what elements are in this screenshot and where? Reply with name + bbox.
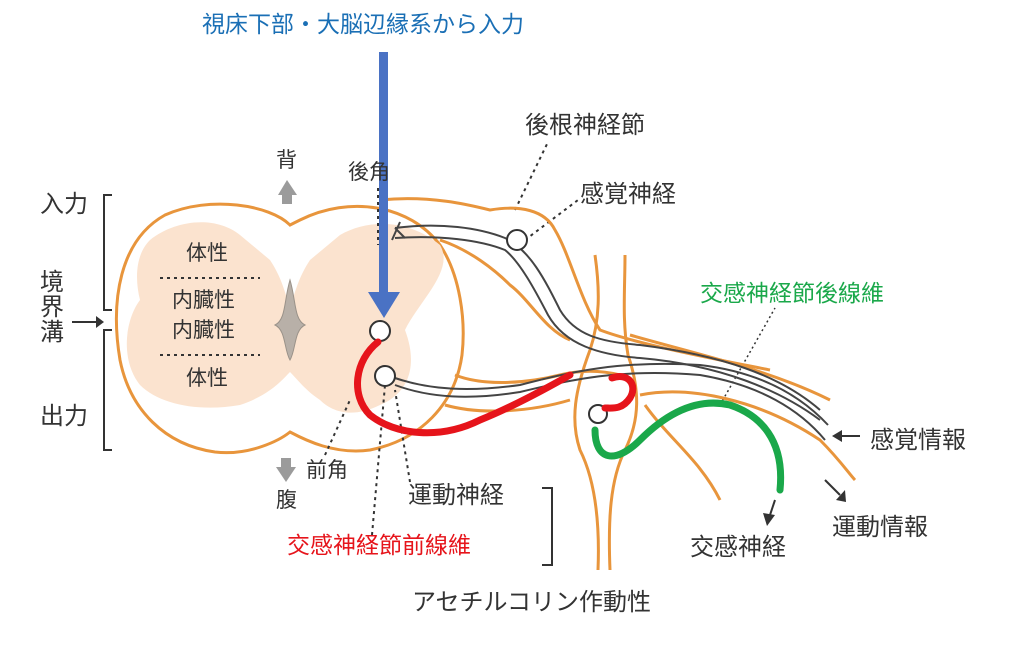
visceral-neuron [369, 320, 391, 342]
sensory-fiber-2 [394, 236, 821, 421]
sensory-fiber [394, 224, 821, 411]
sympathetic-arrowhead [763, 513, 775, 526]
motor-info-arrow-line [824, 479, 841, 496]
boundary-groove-arrowhead [96, 316, 104, 328]
motor-nerve-pointer [394, 389, 411, 483]
preganglionic-label: 交感神経節前線維 [287, 533, 471, 559]
motor-fiber-2 [394, 362, 829, 426]
motor-info-label: 運動情報 [832, 513, 928, 541]
ventral-arrow-head [276, 467, 296, 482]
fiber-branch [391, 221, 406, 241]
visceral-lower-label: 内臓性 [172, 318, 235, 342]
somatic-neuron [374, 365, 396, 387]
dorsal-label: 背 [276, 148, 297, 172]
drg-label: 後根神経節 [525, 111, 645, 139]
motor-bracket [542, 487, 553, 566]
motor-nerve-label: 運動神経 [408, 481, 504, 509]
sympathetic-trunk [573, 254, 600, 571]
postgang-pointer [719, 307, 776, 406]
sensory-nerve-label: 感覚神経 [580, 180, 676, 208]
dorsal-arrow [278, 180, 297, 195]
anterior-horn-pointer [324, 399, 351, 456]
sympathetic-trunk-right [607, 254, 639, 571]
sympathetic-arrow-line [769, 499, 776, 516]
drg-neuron [506, 229, 528, 251]
motor-info-arrowhead [836, 490, 846, 502]
postganglionic-fiber [591, 399, 785, 494]
sensory-nerve-pointer [524, 199, 579, 241]
anterior-horn-label: 前角 [306, 458, 348, 482]
sensory-info-arrowhead [832, 430, 842, 442]
spinal-nerve-outline [629, 333, 831, 402]
postganglionic-label: 交感神経節後線維 [700, 281, 884, 307]
input-arrow-shaft [379, 52, 388, 295]
input-arrow-head [368, 292, 400, 318]
output-label: 出力 [40, 402, 88, 430]
dorsal-root-outline-lower [439, 238, 571, 342]
output-bracket [103, 329, 112, 451]
posterior-horn-label: 後角 [348, 160, 390, 184]
input-bracket [103, 194, 112, 311]
preganglionic-fiber-tip [601, 373, 637, 412]
somatic-lower-label: 体性 [186, 366, 228, 390]
sympathetic-nerve-label: 交感神経 [690, 533, 786, 561]
cholinergic-label: アセチルコリン作動性 [412, 588, 652, 616]
spinal-nerve-outline-lower [639, 390, 857, 482]
central-canal [273, 278, 307, 361]
input-label: 入力 [40, 190, 88, 218]
drg-pointer [514, 141, 549, 211]
preganglionic-fiber [354, 338, 574, 437]
dorsal-arrow-shaft [282, 194, 292, 204]
somatic-upper-label: 体性 [186, 241, 228, 265]
gray-ramus-outline [643, 404, 722, 501]
input-title: 視床下部・大脳辺縁系から入力 [202, 12, 524, 38]
ventral-label: 腹 [276, 488, 297, 512]
visceral-upper-label: 内臓性 [172, 288, 235, 312]
sensory-info-label: 感覚情報 [870, 426, 966, 454]
boundary-groove-label: 境界溝 [40, 268, 64, 347]
motor-fiber [394, 371, 826, 441]
ventral-arrow-shaft [281, 458, 291, 468]
